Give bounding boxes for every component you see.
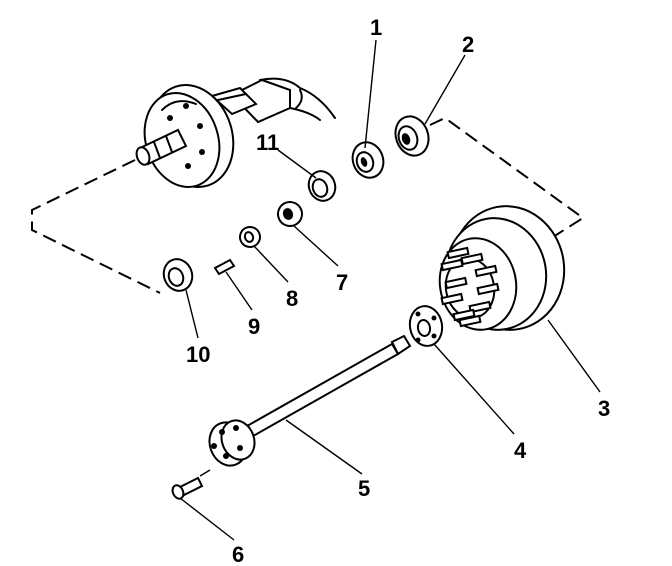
part-10-ring (162, 258, 194, 292)
assembly-guide-line (31, 116, 585, 294)
part-5-axle-shaft (208, 334, 412, 467)
part-7-nut (277, 201, 303, 227)
callout-10: 10 (186, 342, 210, 367)
part-3-hub-drum (438, 205, 566, 331)
wheel-studs (440, 246, 500, 328)
part-2-seal (394, 115, 430, 157)
callout-6: 6 (232, 542, 244, 566)
callout-9: 9 (248, 314, 260, 339)
callout-7: 7 (336, 270, 348, 295)
part-8-washer (239, 226, 261, 248)
callout-3: 3 (598, 396, 610, 421)
callout-1: 1 (370, 15, 382, 40)
part-1-bearing (351, 141, 385, 179)
callout-4: 4 (514, 438, 527, 463)
axle-housing-spindle (135, 77, 336, 188)
callout-2: 2 (462, 32, 474, 57)
part-9-key (213, 258, 236, 276)
part-11-ring (307, 170, 337, 202)
callout-8: 8 (286, 286, 298, 311)
part-6-bolt (171, 469, 211, 500)
callout-11: 11 (256, 130, 279, 155)
leader-lines (179, 39, 601, 541)
callout-5: 5 (358, 476, 370, 501)
part-4-gasket (408, 305, 444, 347)
